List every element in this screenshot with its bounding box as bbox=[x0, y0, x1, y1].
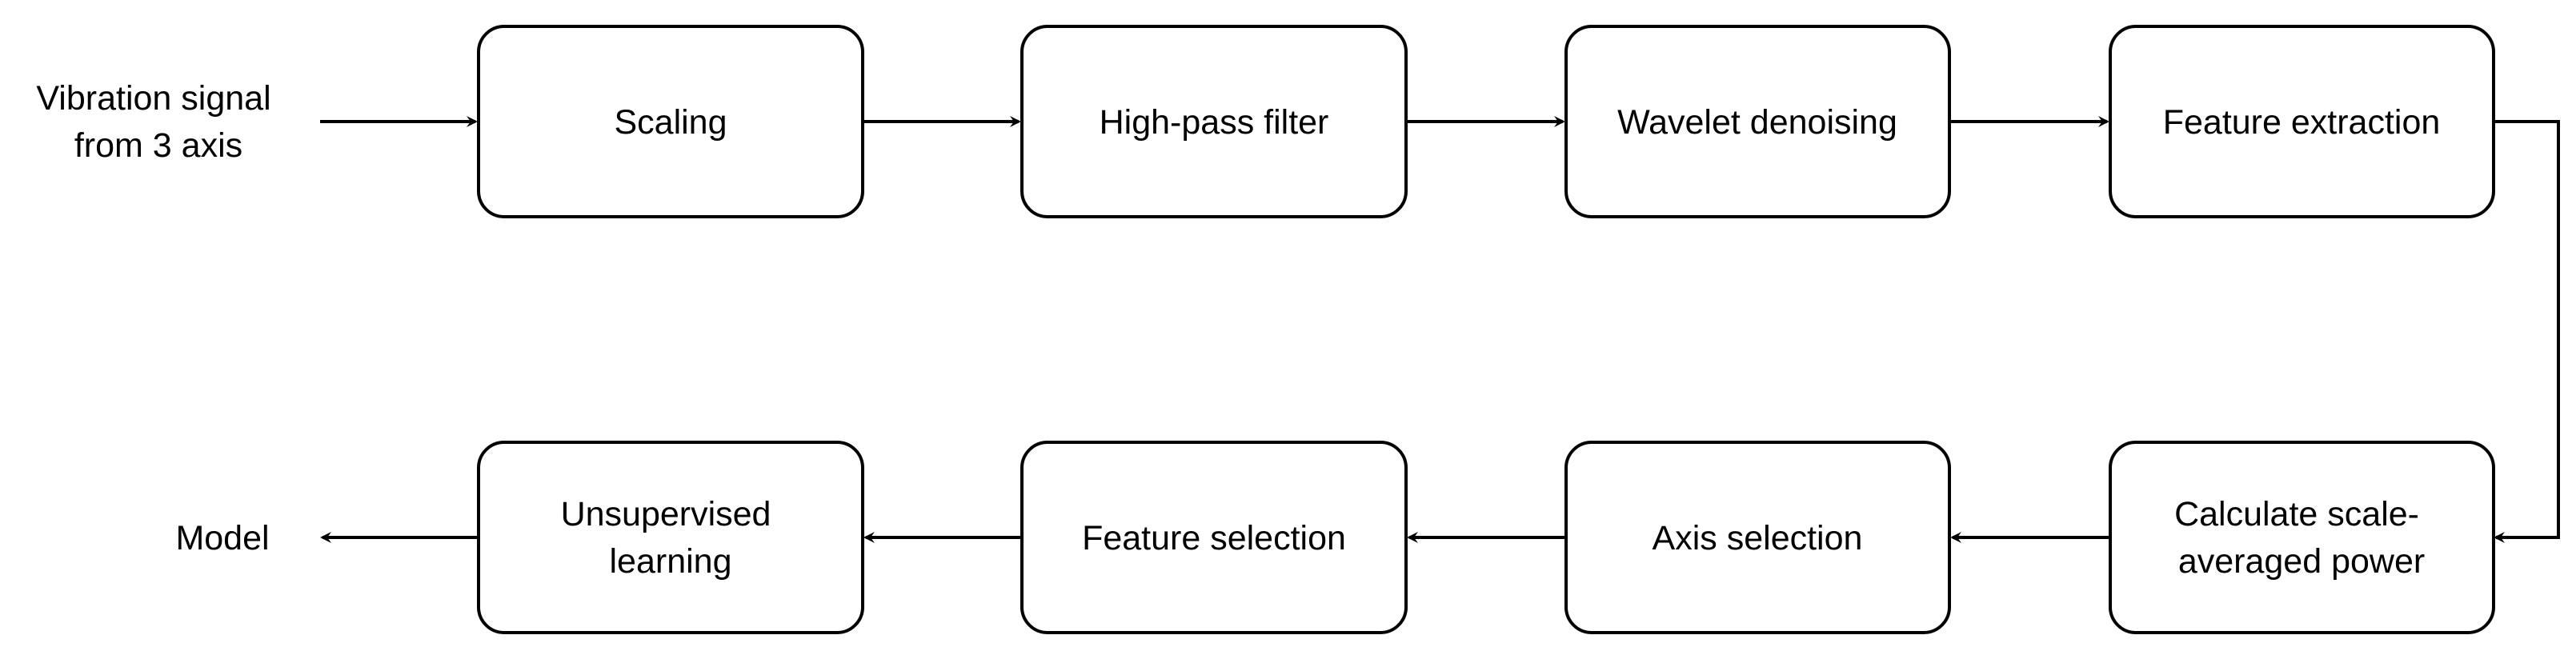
node-calculate-scale-averaged-power: Calculate scale- averaged power bbox=[2109, 441, 2495, 634]
input-label-line: from 3 axis bbox=[74, 126, 242, 165]
node-unsupervised-learning: Unsupervised learning bbox=[477, 441, 864, 634]
node-scaling: Scaling bbox=[477, 25, 864, 218]
node-label-line: Calculate scale- bbox=[2174, 495, 2419, 533]
node-label: High-pass filter bbox=[1100, 103, 1329, 142]
node-box bbox=[2109, 441, 2495, 634]
node-label: Unsupervised learning bbox=[561, 495, 781, 581]
node-feature-selection: Feature selection bbox=[1020, 441, 1408, 634]
input-label-line: Vibration signal bbox=[36, 79, 270, 118]
node-feature-extraction: Feature extraction bbox=[2109, 25, 2495, 218]
input-label: Vibration signal from 3 axis bbox=[36, 79, 280, 165]
node-box bbox=[1020, 25, 1408, 218]
node-label: Feature selection bbox=[1082, 519, 1346, 557]
node-label: Feature extraction bbox=[2163, 103, 2441, 142]
node-box bbox=[2109, 25, 2495, 218]
node-label: Calculate scale- averaged power bbox=[2174, 495, 2429, 581]
node-label-line: averaged power bbox=[2178, 542, 2425, 581]
node-high-pass-filter: High-pass filter bbox=[1020, 25, 1408, 218]
node-box bbox=[1564, 25, 1951, 218]
edge-feature-extraction-to-calculate-scale-averaged-power bbox=[2494, 120, 2560, 543]
node-box bbox=[1564, 441, 1951, 634]
node-label-line: Unsupervised bbox=[561, 495, 771, 533]
node-wavelet-denoising: Wavelet denoising bbox=[1564, 25, 1951, 218]
edges bbox=[320, 116, 2560, 543]
node-label-line: learning bbox=[610, 542, 732, 581]
node-box bbox=[477, 441, 864, 634]
node-box bbox=[1020, 441, 1408, 634]
output-label: Model bbox=[175, 519, 269, 557]
node-label: Wavelet denoising bbox=[1617, 103, 1897, 142]
node-axis-selection: Axis selection bbox=[1564, 441, 1951, 634]
node-label: Axis selection bbox=[1653, 519, 1863, 557]
node-label: Scaling bbox=[614, 103, 727, 142]
node-box bbox=[477, 25, 864, 218]
